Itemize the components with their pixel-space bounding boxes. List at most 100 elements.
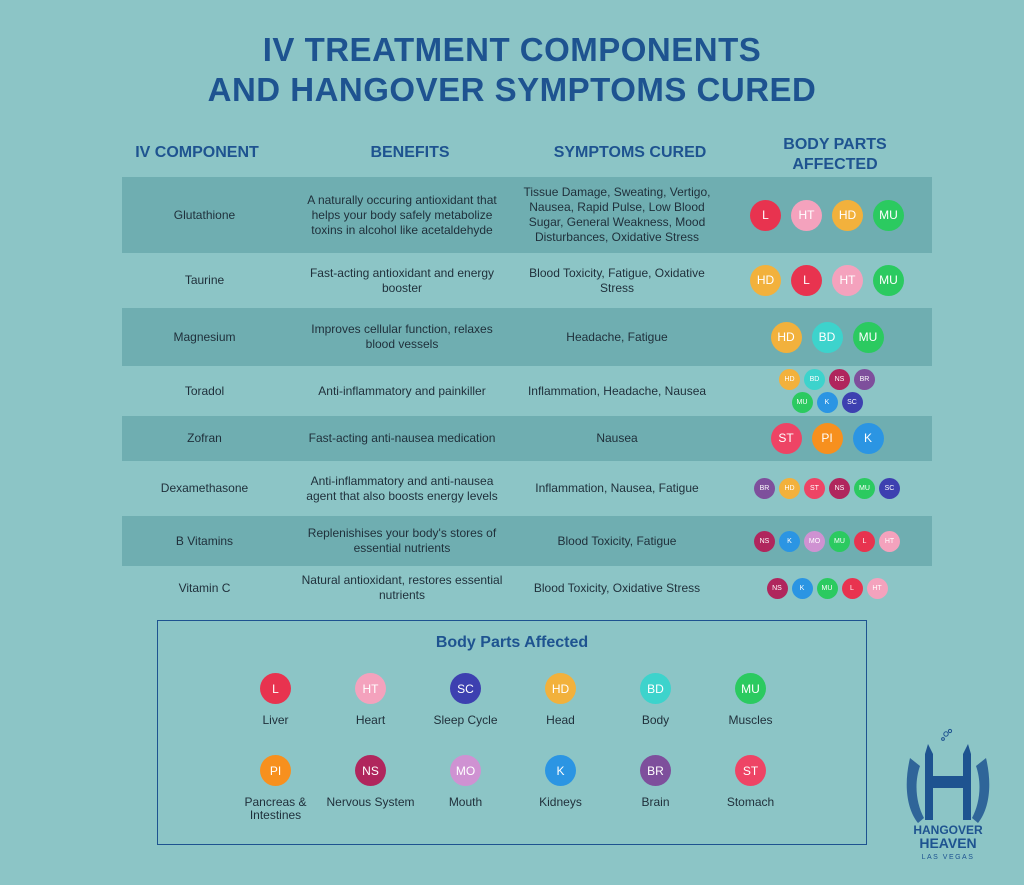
legend-item: MU Muscles [703,673,798,755]
body-part-badge: MO [804,530,825,552]
legend-item: BD Body [608,673,703,755]
benefits-text: Replenishises your body's stores of esse… [307,526,497,555]
treatment-table: Glutathione A naturally occuring antioxid… [122,177,932,610]
legend-label: Brain [641,795,670,809]
body-part-badge: K [816,392,838,413]
symptoms-text: Blood Toxicity, Fatigue [557,533,677,548]
body-part-badge: SC [841,392,863,413]
title-line-1: IV TREATMENT COMPONENTS [262,31,762,68]
benefits-text: Improves cellular function, relaxes bloo… [311,322,493,351]
legend-badge: L [260,673,291,704]
body-part-badge: MU [852,321,884,353]
legend-badge: K [545,755,576,786]
legend-badge: MO [450,755,481,786]
component-name: Vitamin C [178,580,231,595]
symptoms-text: Headache, Fatigue [566,329,668,344]
body-part-badge: MU [854,478,875,499]
body-part-badge: HT [791,199,822,231]
benefits-text: Anti-inflammatory and painkiller [318,383,486,398]
body-part-badge: MU [816,577,838,599]
table-row: Vitamin C Natural antioxidant, restores e… [122,566,932,610]
symptoms-text: Nausea [596,431,638,445]
table-row: Glutathione A naturally occuring antioxid… [122,177,932,253]
component-name: Glutathione [173,207,236,222]
body-parts-cell: HD BD MU [722,321,932,353]
body-part-badge: L [854,530,875,552]
legend-label: Head [546,713,575,727]
legend-label: Stomach [726,795,775,809]
legend-item: L Liver [228,673,323,755]
legend-badge: BD [640,673,671,704]
legend-label: Muscles [728,713,773,727]
benefits-text: Fast-acting anti-nausea medication [308,431,496,445]
header-symptoms: SYMPTOMS CURED [553,144,707,161]
body-part-badge: MU [829,530,850,552]
body-part-badge: HD [770,321,802,353]
logo-line-2: HEAVEN [919,835,976,851]
benefits-text: Natural antioxidant, restores essential … [301,573,503,602]
body-part-badge: HT [879,530,900,552]
legend-badge: MU [735,673,766,704]
logo-line-1: HANGOVER [913,823,983,837]
legend-badge: HD [545,673,576,704]
symptoms-text: Blood Toxicity, Oxidative Stress [533,580,701,595]
legend-label: Nervous System [326,795,415,809]
legend-badge: SC [450,673,481,704]
legend-label: Body [641,713,670,727]
header-component: IV COMPONENT [135,144,259,161]
legend-label: Heart [355,713,386,727]
body-part-badge: L [750,199,781,231]
component-name: Toradol [184,383,225,398]
benefits-text: A naturally occuring antioxidant that he… [307,192,497,237]
body-part-badge: BR [754,478,775,499]
legend-title: Body Parts Affected [435,634,589,651]
symptoms-text: Inflammation, Nausea, Fatigue [535,481,699,495]
body-part-badge: HD [832,199,863,231]
symptoms-text: Blood Toxicity, Fatigue, Oxidative Stres… [529,265,705,295]
body-part-badge: ST [770,423,802,454]
body-part-badge: HT [866,577,888,599]
benefits-text: Anti-inflammatory and anti-nausea agent … [306,473,498,503]
body-part-badge: NS [829,478,850,499]
body-part-badge: K [852,423,884,454]
legend-item: MO Mouth [418,755,513,837]
legend-label: Pancreas & Intestines [244,795,307,822]
body-part-badge: NS [829,369,850,390]
title-line-2: AND HANGOVER SYMPTOMS CURED [207,71,817,108]
body-part-badge: SC [879,478,900,499]
symptoms-text: Inflammation, Headache, Nausea [527,383,707,398]
component-name: B Vitamins [175,533,234,548]
body-part-badge: HT [832,265,863,296]
header-body-parts: BODY PARTS AFFECTED [783,136,887,173]
legend-label: Mouth [448,795,483,809]
body-part-badge: K [791,577,813,599]
body-part-badge: L [841,577,863,599]
body-part-badge: K [779,530,800,552]
legend-badge: HT [355,673,386,704]
body-part-badge: L [791,265,822,296]
legend-label: Liver [262,713,289,727]
body-part-badge: BD [811,321,843,353]
logo-line-3: LAS VEGAS [922,854,975,861]
body-part-badge: HD [750,265,781,296]
table-row: Toradol Anti-inflammatory and painkiller I… [122,366,932,416]
